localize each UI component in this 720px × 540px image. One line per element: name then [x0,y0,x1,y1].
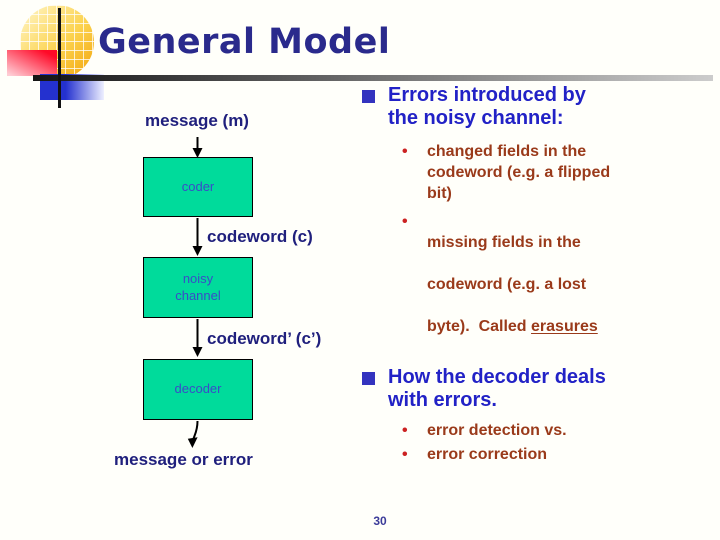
bullet-item-errors-introduced: Errors introduced by the noisy channel: [358,84,670,130]
sub-bullet-line: missing fields in the [427,234,581,251]
dot-bullet-icon: • [402,446,408,463]
noisy-channel-box-label: noisy channel [175,270,221,303]
flow-box-coder: coder [143,157,253,217]
bullet-list: Errors introduced by the noisy channel: … [358,84,670,472]
decoder-box-label: decoder [174,381,222,397]
title-underline-bar [33,75,713,81]
sub-bullet-text: changed fields in the codeword (e.g. a f… [427,143,611,202]
dot-bullet-icon: • [402,143,408,160]
dot-bullet-icon: • [402,422,408,439]
flow-label-message-or-error: message or error [114,450,253,469]
arrow-down-icon [187,420,199,448]
arrow-down-icon [192,319,203,357]
sub-bullet-error-correction: • error correction [358,444,670,465]
sub-bullet-changed-fields: • changed fields in the codeword (e.g. a… [358,141,670,204]
square-bullet-icon [362,90,375,103]
sub-bullet-missing-fields: • missing fields in the codeword (e.g. a… [358,211,670,358]
flow-label-message: message (m) [145,111,249,130]
bullet-item-decoder-deals: How the decoder deals with errors. [358,366,670,412]
slide-title: General Model [98,22,391,62]
erasures-underlined-term: erasures [531,318,598,335]
sub-bullet-text: error correction [427,446,548,463]
sub-bullet-error-detection: • error detection vs. [358,420,670,441]
arrow-down-icon [192,137,203,158]
page-number: 30 [373,514,387,528]
coder-box-label: coder [181,178,215,194]
sub-bullet-text: error detection vs. [427,422,567,439]
flow-box-decoder: decoder [143,359,253,420]
flow-box-noisy-channel: noisy channel [143,257,253,318]
bullet-heading-text: How the decoder deals with errors. [388,366,606,411]
erasures-line-prefix: byte). Called [427,318,532,335]
bullet-heading-text: Errors introduced by the noisy channel: [388,84,586,129]
square-bullet-icon [362,372,375,385]
flow-label-codeword-prime: codeword’ (c’) [207,329,322,348]
flow-label-codeword: codeword (c) [207,227,313,246]
arrow-down-icon [192,218,203,256]
sub-bullet-line: byte). Called erasures [427,316,598,337]
sub-bullet-text: missing fields in the codeword (e.g. a l… [427,211,598,358]
sub-bullet-line: codeword (e.g. a lost [427,276,587,293]
dot-bullet-icon: • [402,213,408,230]
logo-vertical-line [58,8,61,108]
logo-red-square [7,50,57,76]
